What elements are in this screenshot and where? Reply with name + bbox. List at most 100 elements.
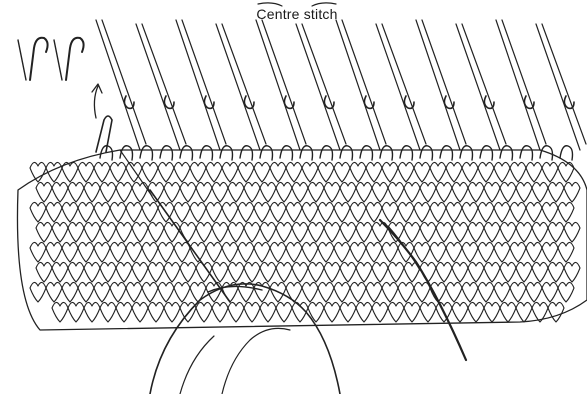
knit-stitch	[126, 202, 142, 222]
machine-needle	[176, 20, 226, 150]
knit-stitch	[206, 242, 222, 262]
knit-stitch	[526, 162, 542, 182]
needle-loop	[540, 146, 553, 160]
knit-stitch	[110, 282, 126, 302]
knit-stitch	[356, 222, 372, 242]
knit-stitch	[356, 262, 372, 282]
knit-stitch	[532, 262, 548, 282]
knit-stitch	[558, 282, 574, 302]
knit-stitch	[340, 182, 356, 202]
knit-stitch	[110, 202, 126, 222]
knit-stitch	[430, 242, 446, 262]
knit-stitch	[334, 282, 350, 302]
knit-stitch	[164, 182, 180, 202]
knit-stitch	[542, 202, 558, 222]
needle-loop	[360, 146, 373, 160]
knit-stitch	[212, 182, 228, 202]
needle-loop	[220, 146, 233, 160]
knit-stitch	[382, 242, 398, 262]
knit-stitch	[260, 302, 276, 322]
knit-stitch	[462, 242, 478, 262]
knit-stitch	[388, 302, 404, 322]
knit-stitch	[286, 162, 302, 182]
knit-stitch	[116, 302, 132, 322]
knit-stitch	[478, 282, 494, 302]
needle-loop	[200, 146, 213, 160]
knit-stitch	[340, 222, 356, 242]
knit-stitch	[366, 242, 382, 262]
knit-stitch	[494, 242, 510, 262]
knit-stitch	[302, 162, 318, 182]
knit-stitch	[100, 182, 116, 202]
knit-stitch	[126, 282, 142, 302]
knit-stitch	[254, 202, 270, 222]
knitted-fabric	[17, 146, 587, 330]
needle-loop	[380, 146, 393, 160]
knit-stitch	[46, 242, 62, 262]
knit-stitch	[142, 242, 158, 262]
knit-stitch	[372, 182, 388, 202]
needle-loop	[500, 146, 513, 160]
knit-stitch	[30, 162, 46, 182]
knit-stitch	[558, 242, 574, 262]
knit-stitch	[276, 262, 292, 282]
machine-needle	[536, 24, 586, 150]
needle-loop	[320, 146, 333, 160]
knit-stitch	[36, 182, 52, 202]
knit-stitch	[350, 282, 366, 302]
knit-stitch	[324, 222, 340, 242]
knit-stitch	[548, 182, 564, 202]
knit-stitch	[78, 162, 94, 182]
knit-stitch	[510, 242, 526, 262]
knit-stitch	[420, 222, 436, 242]
knit-stitch	[404, 302, 420, 322]
knit-stitch	[244, 302, 260, 322]
knit-stitch	[84, 222, 100, 242]
knit-stitch	[36, 262, 52, 282]
yarn-strand	[380, 220, 466, 360]
knit-stitch	[478, 242, 494, 262]
knit-stitch	[356, 182, 372, 202]
knit-stitch	[270, 242, 286, 262]
needle-loop	[520, 146, 533, 160]
knit-stitch	[532, 222, 548, 242]
knit-stitch	[100, 222, 116, 242]
machine-needle	[456, 24, 506, 150]
knit-stitch	[158, 282, 174, 302]
knit-stitch	[318, 162, 334, 182]
knit-stitch	[148, 262, 164, 282]
knit-stitch	[190, 242, 206, 262]
knit-stitch	[484, 302, 500, 322]
knit-stitch	[164, 222, 180, 242]
machine-needle	[416, 20, 466, 150]
knit-stitch	[94, 202, 110, 222]
knit-stitch	[94, 282, 110, 302]
knit-stitch	[100, 302, 116, 322]
needle-loop	[300, 146, 313, 160]
knit-stitch	[420, 182, 436, 202]
knit-stitch	[308, 262, 324, 282]
knit-stitch	[564, 182, 580, 202]
knit-stitch	[340, 262, 356, 282]
machine-needle	[496, 20, 546, 150]
knit-stitch	[468, 222, 484, 242]
knit-stitch	[254, 242, 270, 262]
knit-stitch	[244, 262, 260, 282]
knit-stitch	[436, 182, 452, 202]
knit-stitch	[68, 262, 84, 282]
knit-stitch	[174, 282, 190, 302]
knit-stitch	[452, 262, 468, 282]
knit-stitch	[132, 302, 148, 322]
knit-stitch	[366, 162, 382, 182]
knit-stitch	[212, 302, 228, 322]
knit-stitch	[30, 202, 46, 222]
knit-stitch	[446, 202, 462, 222]
knit-stitch	[462, 202, 478, 222]
knit-stitch	[510, 202, 526, 222]
knit-stitch	[116, 262, 132, 282]
knit-stitch	[270, 162, 286, 182]
finger-line	[222, 328, 290, 394]
knit-stitch	[238, 282, 254, 302]
knit-stitch	[212, 222, 228, 242]
